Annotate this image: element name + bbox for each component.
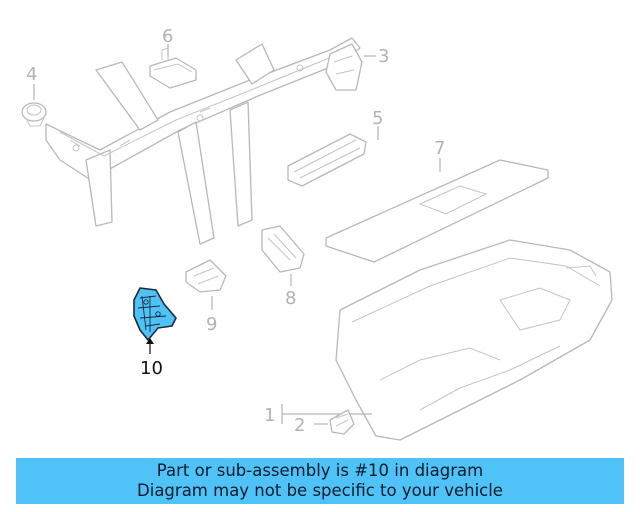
callout-10: 10 (140, 358, 163, 379)
parts-diagram: 6 4 3 5 7 (21, 26, 613, 441)
part-3-bracket (325, 43, 363, 91)
part-7-panel (325, 159, 549, 263)
part-10-highlighted-bracket (133, 287, 177, 341)
part-8-bracket (261, 225, 305, 273)
callout-4: 4 (26, 64, 37, 85)
banner-line-1: Part or sub-assembly is #10 in diagram (156, 461, 484, 480)
part-2-vent (329, 409, 355, 435)
callout-3: 3 (378, 46, 389, 67)
callout-7: 7 (434, 138, 445, 159)
info-banner: Part or sub-assembly is #10 in diagram D… (16, 458, 624, 504)
part-4-clip (21, 102, 47, 127)
cross-car-beam (45, 37, 361, 245)
part-6-bracket (149, 47, 197, 89)
callout-8: 8 (285, 288, 296, 309)
part-9-bracket (185, 259, 227, 293)
part-5-bracket (287, 133, 367, 187)
banner-line-2: Diagram may not be specific to your vehi… (137, 481, 503, 500)
callout-2: 2 (294, 415, 305, 436)
callout-9: 9 (206, 314, 217, 335)
callout-6: 6 (162, 26, 173, 47)
callout-5: 5 (372, 108, 383, 129)
callout-1: 1 (264, 405, 275, 426)
part-1-instrument-panel (335, 239, 613, 441)
